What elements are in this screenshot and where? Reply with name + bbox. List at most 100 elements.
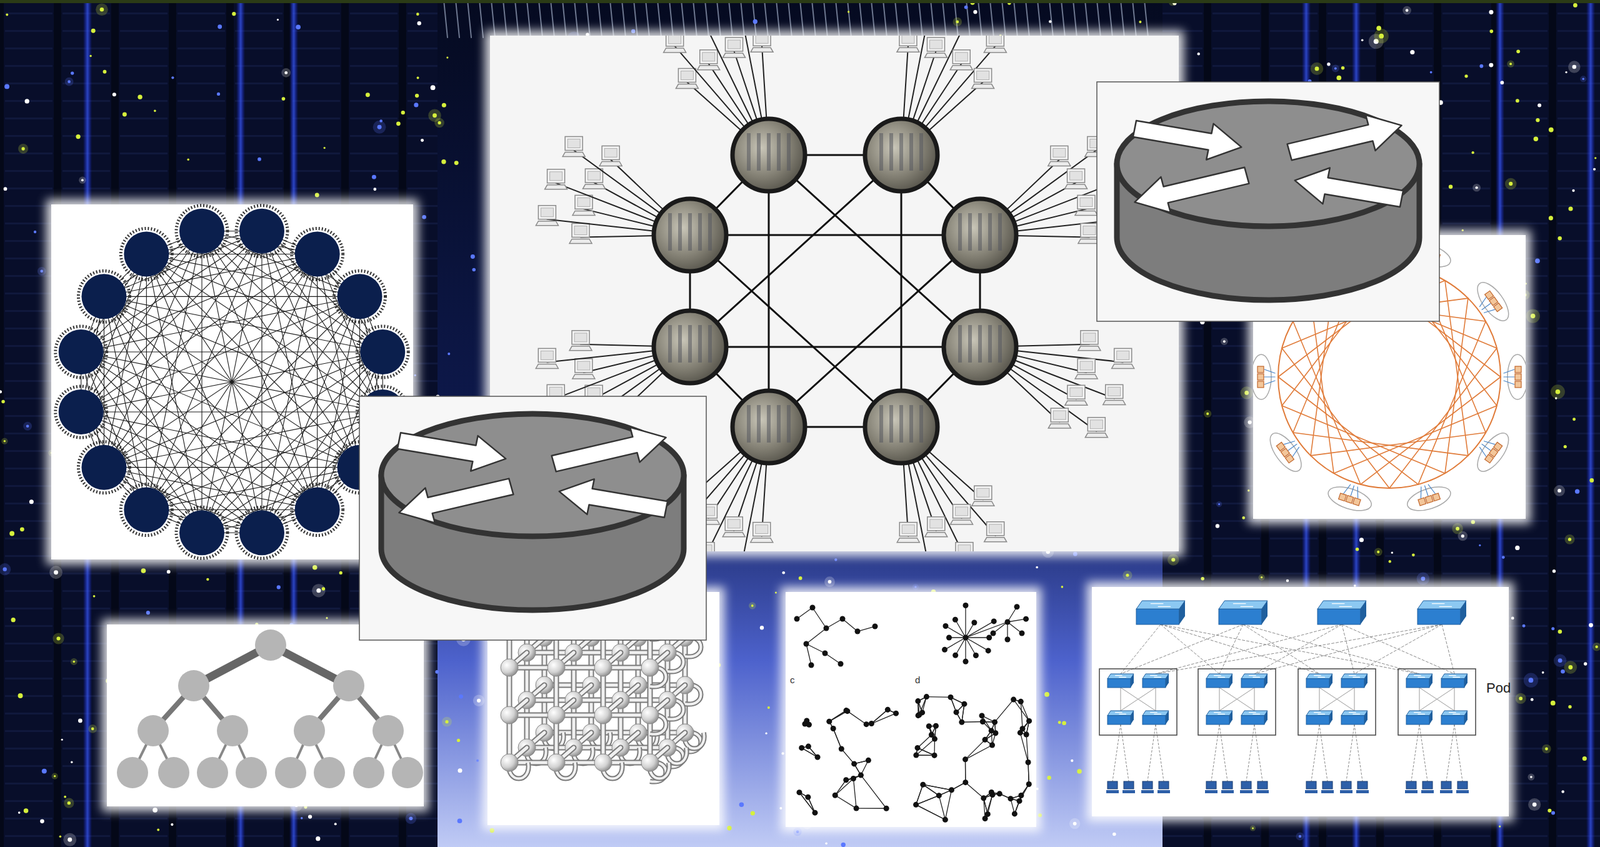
status-led bbox=[1376, 550, 1380, 554]
status-led bbox=[1573, 3, 1578, 8]
status-led bbox=[295, 24, 301, 30]
led-glow bbox=[1515, 693, 1527, 704]
led-glow bbox=[1203, 410, 1212, 418]
led-glow bbox=[37, 266, 47, 276]
rack-shelf bbox=[350, 100, 398, 102]
rack-shelf bbox=[5, 152, 53, 155]
rack-shelf bbox=[350, 835, 398, 837]
status-led bbox=[9, 531, 15, 537]
rack-shelf bbox=[1500, 135, 1548, 137]
rack-shelf bbox=[120, 65, 168, 67]
rack-shelf bbox=[350, 117, 398, 120]
rack-shelf bbox=[177, 572, 225, 575]
status-led bbox=[276, 18, 279, 21]
status-led bbox=[1044, 691, 1050, 697]
rack-shelf bbox=[5, 415, 53, 417]
status-led bbox=[312, 565, 318, 570]
status-led bbox=[457, 818, 463, 824]
status-led bbox=[18, 693, 24, 699]
status-led bbox=[316, 588, 321, 593]
rack-shelf bbox=[5, 205, 53, 207]
rack-shelf bbox=[177, 47, 225, 50]
led-glow bbox=[1, 438, 8, 445]
status-led bbox=[1471, 151, 1474, 154]
rack-shelf bbox=[120, 30, 168, 32]
status-led bbox=[373, 187, 377, 191]
rack-shelf bbox=[1500, 222, 1548, 225]
status-led bbox=[1541, 671, 1545, 674]
led-glow bbox=[1580, 75, 1587, 82]
rack-shelf bbox=[120, 117, 168, 120]
rack-shelf bbox=[177, 135, 225, 137]
status-led bbox=[1488, 10, 1494, 15]
status-led bbox=[1298, 835, 1302, 838]
status-led bbox=[470, 254, 475, 259]
rack-shelf bbox=[120, 817, 168, 820]
led-glow bbox=[1122, 570, 1132, 580]
rack-shelf bbox=[292, 117, 340, 120]
status-led bbox=[0, 390, 2, 394]
rack-shelf bbox=[1212, 30, 1260, 32]
rack-shelf bbox=[5, 712, 53, 715]
rack-shelf bbox=[5, 187, 53, 190]
status-led bbox=[413, 102, 419, 107]
rack-shelf bbox=[5, 275, 53, 277]
rack-shelf bbox=[5, 695, 53, 697]
status-led bbox=[964, 5, 969, 10]
status-led bbox=[1498, 825, 1501, 828]
status-led bbox=[1070, 759, 1074, 762]
status-led bbox=[1058, 720, 1062, 724]
status-led bbox=[1583, 661, 1587, 665]
status-led bbox=[1547, 808, 1552, 813]
rack-shelf bbox=[5, 292, 53, 295]
rack-shelf bbox=[292, 65, 340, 67]
rack-shelf bbox=[1385, 555, 1433, 557]
status-led bbox=[1550, 700, 1556, 706]
rack-shelf bbox=[1500, 30, 1548, 32]
rack-shelf bbox=[292, 135, 340, 137]
status-led bbox=[137, 94, 142, 99]
rack-shelf bbox=[350, 65, 398, 67]
status-led bbox=[103, 70, 107, 74]
status-led bbox=[1138, 20, 1142, 24]
rack-shelf bbox=[5, 12, 53, 15]
status-led bbox=[1558, 658, 1563, 663]
status-led bbox=[739, 802, 745, 808]
rack-shelf bbox=[1500, 555, 1548, 557]
rack-shelf bbox=[1212, 537, 1260, 540]
status-led bbox=[67, 837, 72, 842]
rack-shelf bbox=[5, 222, 53, 225]
rack-shelf bbox=[1385, 30, 1433, 32]
rack-shelf bbox=[5, 555, 53, 557]
status-led bbox=[417, 21, 422, 25]
status-led bbox=[18, 811, 21, 814]
rack-shelf bbox=[292, 30, 340, 32]
rack-shelf bbox=[1442, 135, 1490, 137]
led-glow bbox=[1505, 178, 1517, 190]
rack-shelf bbox=[120, 82, 168, 85]
rack-shelf bbox=[5, 607, 53, 610]
rack-shelf bbox=[120, 835, 168, 837]
status-led bbox=[1568, 206, 1573, 211]
rack-shelf bbox=[1212, 65, 1260, 67]
status-led bbox=[53, 775, 56, 777]
rack-shelf bbox=[5, 30, 53, 32]
rack-shelf bbox=[5, 467, 53, 470]
status-led bbox=[89, 55, 92, 57]
rack-shelf bbox=[120, 590, 168, 592]
rack-shelf bbox=[5, 817, 53, 820]
status-led bbox=[21, 146, 25, 150]
led-glow bbox=[1528, 798, 1541, 811]
rack-shelf bbox=[292, 187, 340, 190]
rack-shelf bbox=[177, 65, 225, 67]
status-led bbox=[231, 11, 236, 16]
rack-shelf bbox=[5, 327, 53, 330]
led-glow bbox=[1553, 653, 1567, 667]
rack-shelf bbox=[1327, 572, 1375, 575]
status-led bbox=[1420, 576, 1425, 581]
rack-shelf bbox=[1385, 65, 1433, 67]
status-led bbox=[1535, 118, 1540, 122]
status-led bbox=[1479, 64, 1484, 69]
